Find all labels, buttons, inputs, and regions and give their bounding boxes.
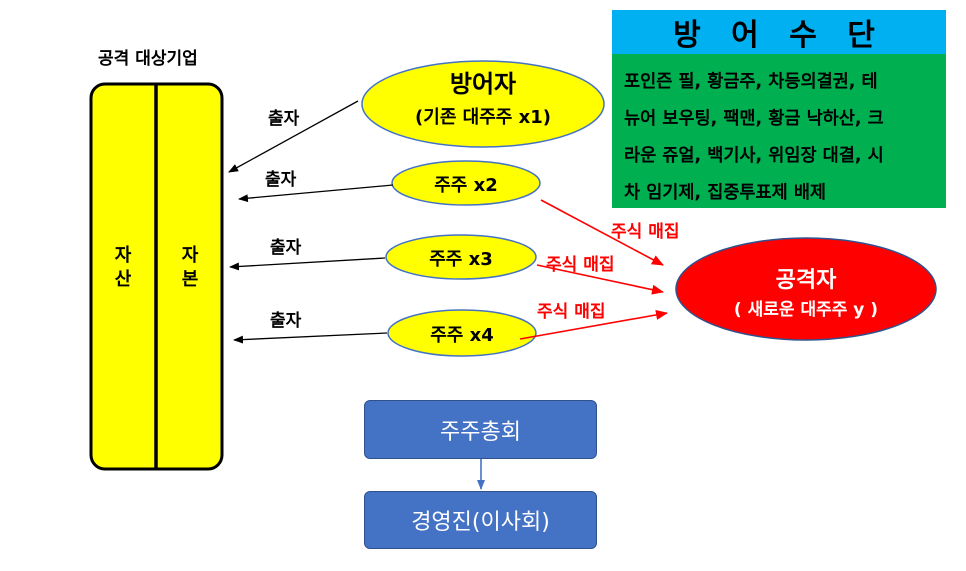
defense-means-line: 뉴어 보우팅, 팩맨, 황금 낙하산, 크 [624,109,884,129]
shareholder-label-x4: 주주 x4 [430,325,494,346]
invest-arrow-x4 [233,332,388,344]
defense-means-title: 방 어 수 단 [612,10,946,54]
attacker-ellipse [675,237,937,341]
company-title: 공격 대상기업 [98,49,198,69]
attacker-subtitle: ( 새로운 대주주 y ) [733,300,879,320]
invest-label-defender: 출자 [268,109,300,129]
stock-buy-label-x3: 주식 매집 [546,255,615,275]
stock-buy-arrow-x3 [536,264,664,295]
stock-buy-label-x2: 주식 매집 [611,222,680,242]
defense-means-line: 차 임기제, 집중투표제 배제 [624,183,827,203]
management-box: 경영진(이사회) [364,491,597,549]
stock-buy-arrow-x2 [540,199,664,266]
shareholder-ellipse-x2 [391,160,541,206]
shareholder-label-x3: 주주 x3 [429,249,493,270]
invest-arrow-defender [228,100,359,173]
defense-means-line: 라운 쥬얼, 백기사, 위임장 대결, 시 [624,146,884,166]
defense-means-line: 포인즌 필, 황금주, 차등의결권, 테 [624,72,878,92]
defender-title: 방어자 [449,70,517,98]
shareholder-ellipse-x3 [385,234,537,280]
invest-arrow-x3 [229,257,386,271]
attacker-title: 공격자 [775,268,837,293]
shareholder-label-x2: 주주 x2 [434,175,498,196]
stock-buy-label-x4: 주식 매집 [537,302,606,322]
defender-ellipse [361,60,605,148]
shareholder-ellipse-x4 [387,309,537,357]
invest-arrow-x2 [238,184,394,203]
defender-subtitle: (기존 대주주 x1) [415,107,551,128]
invest-label-x2: 출자 [265,170,297,190]
capital-label: 자 본 [181,245,199,290]
shareholders-meeting-box: 주주총회 [364,400,597,459]
invest-label-x3: 출자 [270,238,302,258]
invest-label-x4: 출자 [270,311,302,331]
defense-means-list: 포인즌 필, 황금주, 차등의결권, 테 뉴어 보우팅, 팩맨, 황금 낙하산,… [612,54,946,208]
stock-buy-arrow-x4 [519,309,668,340]
assets-label: 자 산 [114,245,132,290]
